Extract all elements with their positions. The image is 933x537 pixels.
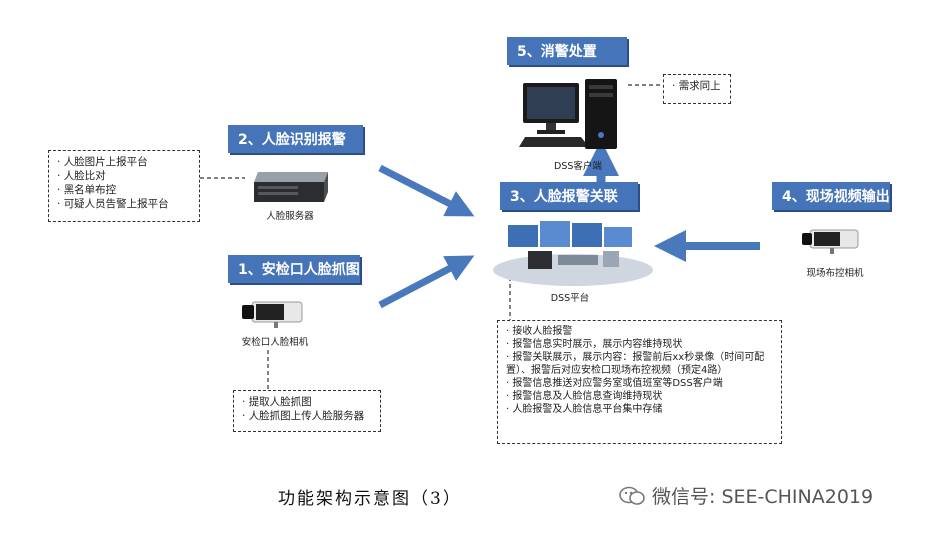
caption-face-server: 人脸服务器 bbox=[266, 211, 314, 222]
note-server: 人脸图片上报平台 人脸比对 黑名单布控 可疑人员告警上报平台 bbox=[48, 150, 200, 222]
face-server-icon bbox=[254, 172, 328, 202]
note-platform-item: 报警信息推送对应警务室或值班室等DSS客户端 bbox=[506, 377, 773, 390]
caption-checkpoint-camera: 安检口人脸相机 bbox=[241, 337, 309, 348]
label-live-video: 4、现场视频输出 bbox=[772, 182, 890, 210]
note-platform-item: 接收人脸报警 bbox=[506, 325, 773, 338]
site-camera-icon bbox=[802, 229, 859, 254]
note-platform-item: 报警关联展示，展示内容：报警前后xx秒录像（时间可配置）、报警后对应安检口现场布… bbox=[506, 351, 773, 377]
note-server-item: 人脸比对 bbox=[57, 169, 191, 183]
label-linkage: 3、人脸报警关联 bbox=[500, 182, 638, 210]
note-capture: 提取人脸抓图 人脸抓图上传人脸服务器 bbox=[233, 390, 381, 432]
note-client-item: 需求同上 bbox=[672, 79, 722, 93]
dss-client-computer-icon bbox=[519, 79, 617, 149]
note-server-item: 可疑人员告警上报平台 bbox=[57, 197, 191, 211]
label-face-recognition: 2、人脸识别报警 bbox=[228, 125, 363, 153]
caption-dss-client: DSS客户端 bbox=[554, 161, 602, 172]
caption-site-camera: 现场布控相机 bbox=[806, 268, 864, 279]
note-platform-item: 报警信息实时展示，展示内容维持现状 bbox=[506, 338, 773, 351]
note-capture-item: 提取人脸抓图 bbox=[242, 395, 372, 409]
watermark-text: 微信号: SEE-CHINA2019 bbox=[652, 486, 874, 508]
note-platform-item: 报警信息及人脸信息查询维持现状 bbox=[506, 390, 773, 403]
note-platform: 接收人脸报警 报警信息实时展示，展示内容维持现状 报警关联展示，展示内容：报警前… bbox=[497, 320, 782, 444]
arrow-camera-to-platform bbox=[378, 255, 475, 309]
label-capture: 1、安检口人脸抓图 bbox=[228, 255, 360, 283]
note-platform-item: 人脸报警及人脸信息平台集中存储 bbox=[506, 403, 773, 416]
wechat-icon bbox=[619, 486, 645, 505]
caption-dss-platform: DSS平台 bbox=[550, 293, 590, 304]
dss-platform-icon bbox=[493, 221, 653, 286]
note-server-item: 黑名单布控 bbox=[57, 183, 191, 197]
wechat-watermark: 微信号: SEE-CHINA2019 bbox=[618, 482, 873, 509]
note-server-item: 人脸图片上报平台 bbox=[57, 155, 191, 169]
checkpoint-camera-icon bbox=[242, 301, 303, 328]
label-alarm-handling: 5、消警处置 bbox=[507, 37, 627, 65]
arrow-server-to-platform bbox=[378, 164, 475, 217]
figure-caption: 功能架构示意图（3） bbox=[278, 489, 462, 509]
note-capture-item: 人脸抓图上传人脸服务器 bbox=[242, 409, 372, 423]
note-client: 需求同上 bbox=[663, 74, 731, 104]
